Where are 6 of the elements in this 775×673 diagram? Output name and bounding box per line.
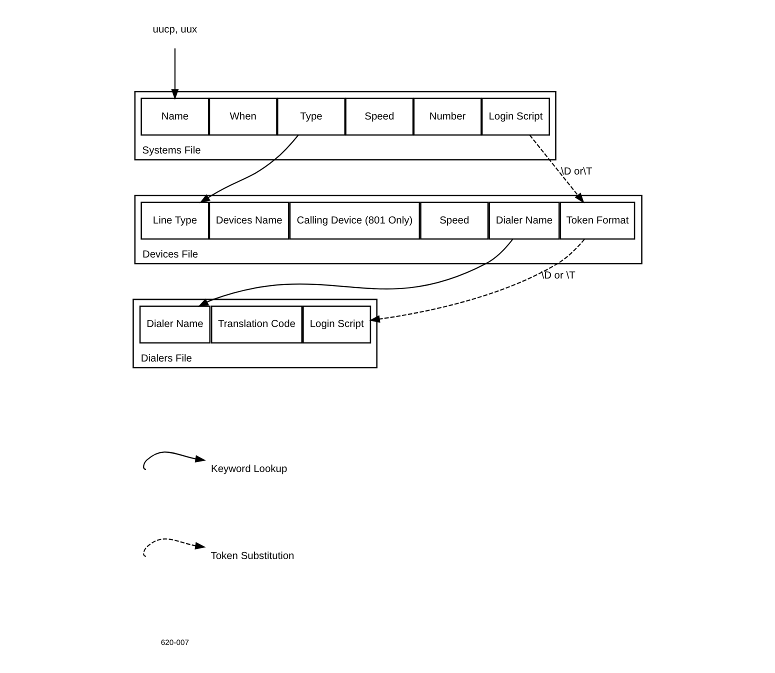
edge-label: \D or \T: [541, 270, 576, 282]
legend-label: Keyword Lookup: [211, 464, 288, 476]
node-text: uucp, uux: [152, 24, 198, 36]
label: 620-007: [160, 638, 190, 648]
legend-label: Token Substitution: [210, 550, 294, 562]
edge-label: \D or\T: [560, 166, 592, 178]
